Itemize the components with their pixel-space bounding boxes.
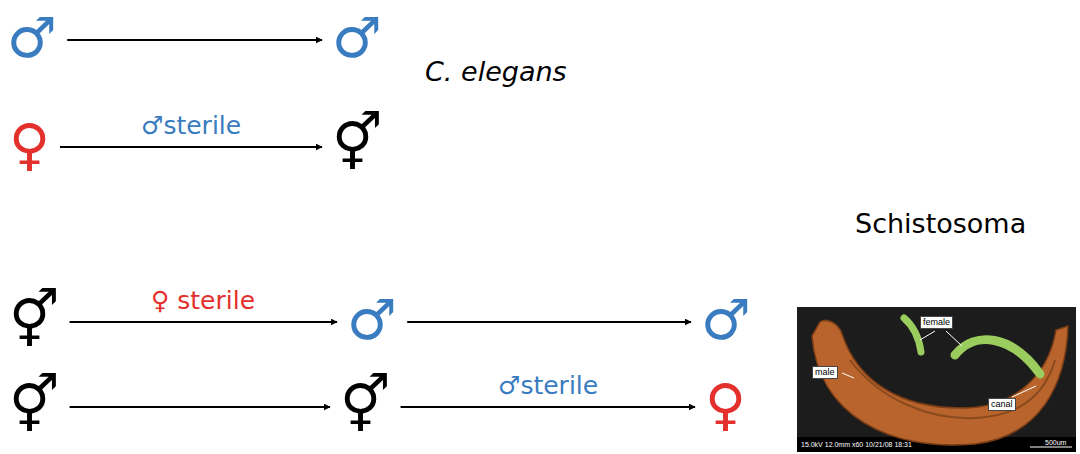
edge-label: ♀ sterile [151,286,255,316]
sex-symbol-node: ⚥ [7,374,62,436]
photo-metadata: 15.0kV 12.0mm x60 10/21/08 18:31 [801,440,912,449]
sex-symbol-node: ⚥ [7,289,62,351]
edge-label: ♂sterile [141,111,241,141]
sex-symbol-node: ♀ [703,374,748,436]
female-worm-body [955,340,1040,374]
sex-symbol-node: ♂ [330,7,384,69]
photo-callout: male [812,366,838,379]
sex-symbol: ⚥ [9,287,60,352]
transition-arrow [401,406,695,408]
transition-arrow [70,321,337,323]
worm-canal-fold [850,360,1055,418]
sex-symbol-node: ♂ [345,289,399,351]
photo-ground [797,307,1076,452]
leader-line [946,331,962,346]
sex-symbol: ♂ [347,287,397,352]
sex-symbol: ⚥ [340,372,391,437]
organism-label: C. elegans [425,56,567,87]
sex-symbol: ♀ [705,372,746,437]
organism-title: Schistosoma [855,208,1026,239]
transition-arrow [70,406,330,408]
sex-symbol: ♂ [332,5,382,70]
sex-symbol: ⚥ [332,110,383,175]
photo-callout: canal [988,398,1016,411]
scale-label: 500um [1045,438,1066,447]
edge-label: ♂sterile [498,371,598,401]
sex-symbol-node: ⚥ [338,374,393,436]
leader-line [1012,386,1036,397]
female-worm-head [904,318,921,352]
leader-line [842,373,854,378]
leader-line [920,331,935,340]
transition-arrow [67,39,322,41]
scale-bar [1030,447,1072,448]
sex-symbol-node: ♂ [5,7,59,69]
sex-symbol-node: ♂ [699,289,753,351]
sex-symbol-node: ♀ [7,114,52,176]
sex-symbol: ⚥ [9,372,60,437]
sex-symbol-node: ⚥ [330,112,385,174]
photo-callout: female [920,316,953,329]
sex-symbol: ♀ [9,112,50,177]
transition-arrow [407,321,691,323]
male-worm [812,321,1068,446]
sex-symbol: ♂ [701,287,751,352]
sex-symbol: ♂ [7,5,57,70]
transition-arrow [60,146,322,148]
